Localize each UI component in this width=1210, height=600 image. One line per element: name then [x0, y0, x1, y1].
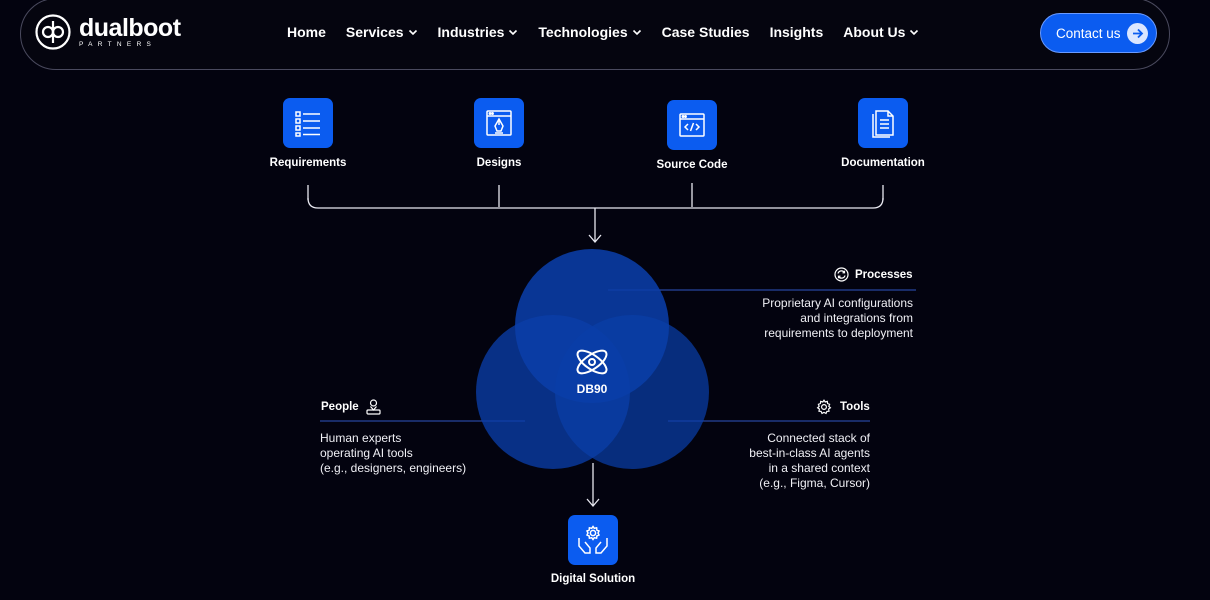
processes-desc: Proprietary AI configurations and integr…	[762, 296, 913, 341]
logo[interactable]: dualboot PARTNERS	[35, 14, 181, 50]
nav-item-technologies[interactable]: Technologies	[538, 24, 641, 40]
nav-item-services[interactable]: Services	[346, 24, 418, 40]
people-desc-line: (e.g., designers, engineers)	[320, 461, 467, 475]
list-checklist-icon	[283, 98, 333, 148]
processes-desc-line: Proprietary AI configurations	[762, 296, 913, 310]
people-desc: Human experts operating AI tools (e.g., …	[320, 431, 466, 476]
document-icon	[858, 98, 908, 148]
input-card-label: Source Code	[656, 159, 728, 171]
nav-links: Home Services Industries Technologies Ca…	[287, 24, 939, 40]
people-desc-line: operating AI tools	[320, 446, 413, 460]
tools-desc-line: best-in-class AI agents	[749, 446, 870, 460]
navbar: dualboot PARTNERS Home Services Industri…	[20, 0, 1170, 70]
nav-label: Case Studies	[661, 24, 750, 40]
tools-desc-line: Connected stack of	[767, 431, 870, 445]
atom-icon	[572, 343, 612, 386]
logo-sub: PARTNERS	[79, 40, 157, 48]
nav-label: Technologies	[538, 24, 628, 40]
nav-label: About Us	[843, 24, 906, 40]
output-card-digital-solution: Digital Solution	[523, 515, 663, 585]
tools-desc: Connected stack of best-in-class AI agen…	[749, 431, 870, 491]
nav-label: Home	[287, 24, 326, 40]
db90-label: DB90	[576, 382, 608, 396]
logo-text: dualboot PARTNERS	[79, 13, 181, 49]
people-desc-line: Human experts	[320, 431, 402, 445]
chevron-down-icon	[509, 29, 518, 36]
processes-title: Processes	[834, 267, 913, 282]
nav-item-about-us[interactable]: About Us	[843, 24, 919, 40]
contact-us-button[interactable]: Contact us	[1040, 13, 1157, 53]
nav-item-home[interactable]: Home	[287, 24, 326, 40]
hands-gear-icon	[568, 515, 618, 565]
tools-title: Tools	[816, 399, 870, 415]
tools-desc-line: in a shared context	[768, 461, 870, 475]
nav-label: Industries	[437, 24, 505, 40]
logo-word: dualboot	[79, 13, 181, 42]
input-card-label: Requirements	[269, 157, 347, 169]
nav-item-insights[interactable]: Insights	[770, 24, 824, 40]
design-pen-icon	[474, 98, 524, 148]
nav-label: Services	[345, 24, 404, 40]
nav-item-case-studies[interactable]: Case Studies	[662, 24, 750, 40]
chevron-down-icon	[910, 29, 919, 36]
tools-title-text: Tools	[840, 401, 870, 413]
refresh-cycle-icon	[834, 267, 849, 282]
dualboot-logo-icon	[35, 14, 71, 50]
input-card-requirements: Requirements	[238, 98, 378, 169]
arrow-right-icon	[1127, 23, 1148, 44]
person-hand-icon	[366, 399, 381, 415]
input-card-documentation: Documentation	[813, 98, 953, 169]
people-title-text: People	[321, 401, 359, 413]
processes-desc-line: and integrations from	[800, 311, 913, 325]
nav-item-industries[interactable]: Industries	[438, 24, 519, 40]
input-card-designs: Designs	[429, 98, 569, 169]
output-card-label: Digital Solution	[550, 573, 636, 585]
input-card-source-code: Source Code	[622, 100, 762, 171]
chevron-down-icon	[632, 29, 641, 36]
input-card-label: Designs	[476, 157, 522, 169]
chevron-down-icon	[408, 29, 417, 36]
tools-desc-line: (e.g., Figma, Cursor)	[759, 476, 870, 490]
nav-label: Insights	[769, 24, 824, 40]
input-card-label: Documentation	[841, 157, 925, 169]
people-title: People	[321, 399, 381, 415]
gear-icon	[816, 399, 832, 415]
code-window-icon	[667, 100, 717, 150]
contact-label: Contact us	[1056, 25, 1121, 41]
processes-title-text: Processes	[855, 268, 913, 281]
processes-desc-line: requirements to deployment	[764, 326, 913, 340]
